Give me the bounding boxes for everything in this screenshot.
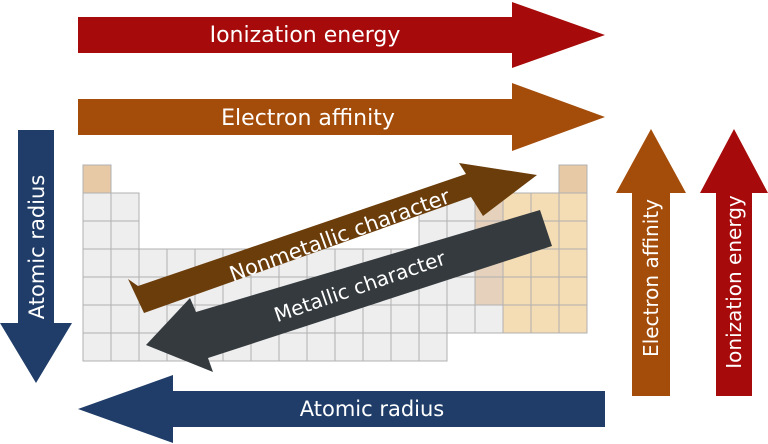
element-cell xyxy=(110,220,140,250)
ionization-energy-arrow-vertical: Ionization energy xyxy=(700,129,768,396)
element-cell xyxy=(558,220,588,250)
element-cell xyxy=(530,276,560,306)
element-cell xyxy=(530,304,560,334)
electron-affinity-label-right: Electron affinity xyxy=(639,199,663,357)
element-cell xyxy=(390,304,420,334)
element-cell xyxy=(362,332,392,362)
element-cell xyxy=(558,304,588,334)
element-cell xyxy=(82,304,112,334)
element-cell xyxy=(390,332,420,362)
element-cell xyxy=(334,332,364,362)
element-cell xyxy=(558,276,588,306)
element-cell xyxy=(474,276,504,306)
atomic-radius-label-left: Atomic radius xyxy=(25,175,49,320)
electron-affinity-arrow-horizontal: Electron affinity xyxy=(78,83,605,151)
element-cell xyxy=(306,248,336,278)
element-cell xyxy=(362,304,392,334)
element-cell xyxy=(110,304,140,334)
element-cell xyxy=(530,248,560,278)
element-cell xyxy=(502,304,532,334)
element-cell xyxy=(558,164,588,194)
element-cell xyxy=(558,192,588,222)
element-cell xyxy=(82,248,112,278)
ionization-energy-label-top: Ionization energy xyxy=(210,23,401,48)
element-cell xyxy=(278,332,308,362)
element-cell xyxy=(82,164,112,194)
element-cell xyxy=(418,332,448,362)
element-cell xyxy=(82,332,112,362)
element-cell xyxy=(82,192,112,222)
atomic-radius-arrow-horizontal: Atomic radius xyxy=(78,375,605,443)
element-cell xyxy=(474,304,504,334)
electron-affinity-label-top: Electron affinity xyxy=(221,106,395,131)
ionization-energy-arrow-horizontal: Ionization energy xyxy=(78,2,605,68)
element-cell xyxy=(558,248,588,278)
atomic-radius-arrow-vertical: Atomic radius xyxy=(0,130,72,383)
element-cell xyxy=(110,192,140,222)
ionization-energy-label-right: Ionization energy xyxy=(722,195,746,369)
atomic-radius-label-bottom: Atomic radius xyxy=(300,397,445,421)
element-cell xyxy=(138,248,168,278)
element-cell xyxy=(418,304,448,334)
element-cell xyxy=(110,248,140,278)
element-cell xyxy=(110,332,140,362)
element-cell xyxy=(306,332,336,362)
electron-affinity-arrow-vertical: Electron affinity xyxy=(616,129,686,396)
element-cell xyxy=(446,276,476,306)
element-cell xyxy=(82,276,112,306)
element-cell xyxy=(502,276,532,306)
element-cell xyxy=(446,304,476,334)
element-cell xyxy=(82,220,112,250)
